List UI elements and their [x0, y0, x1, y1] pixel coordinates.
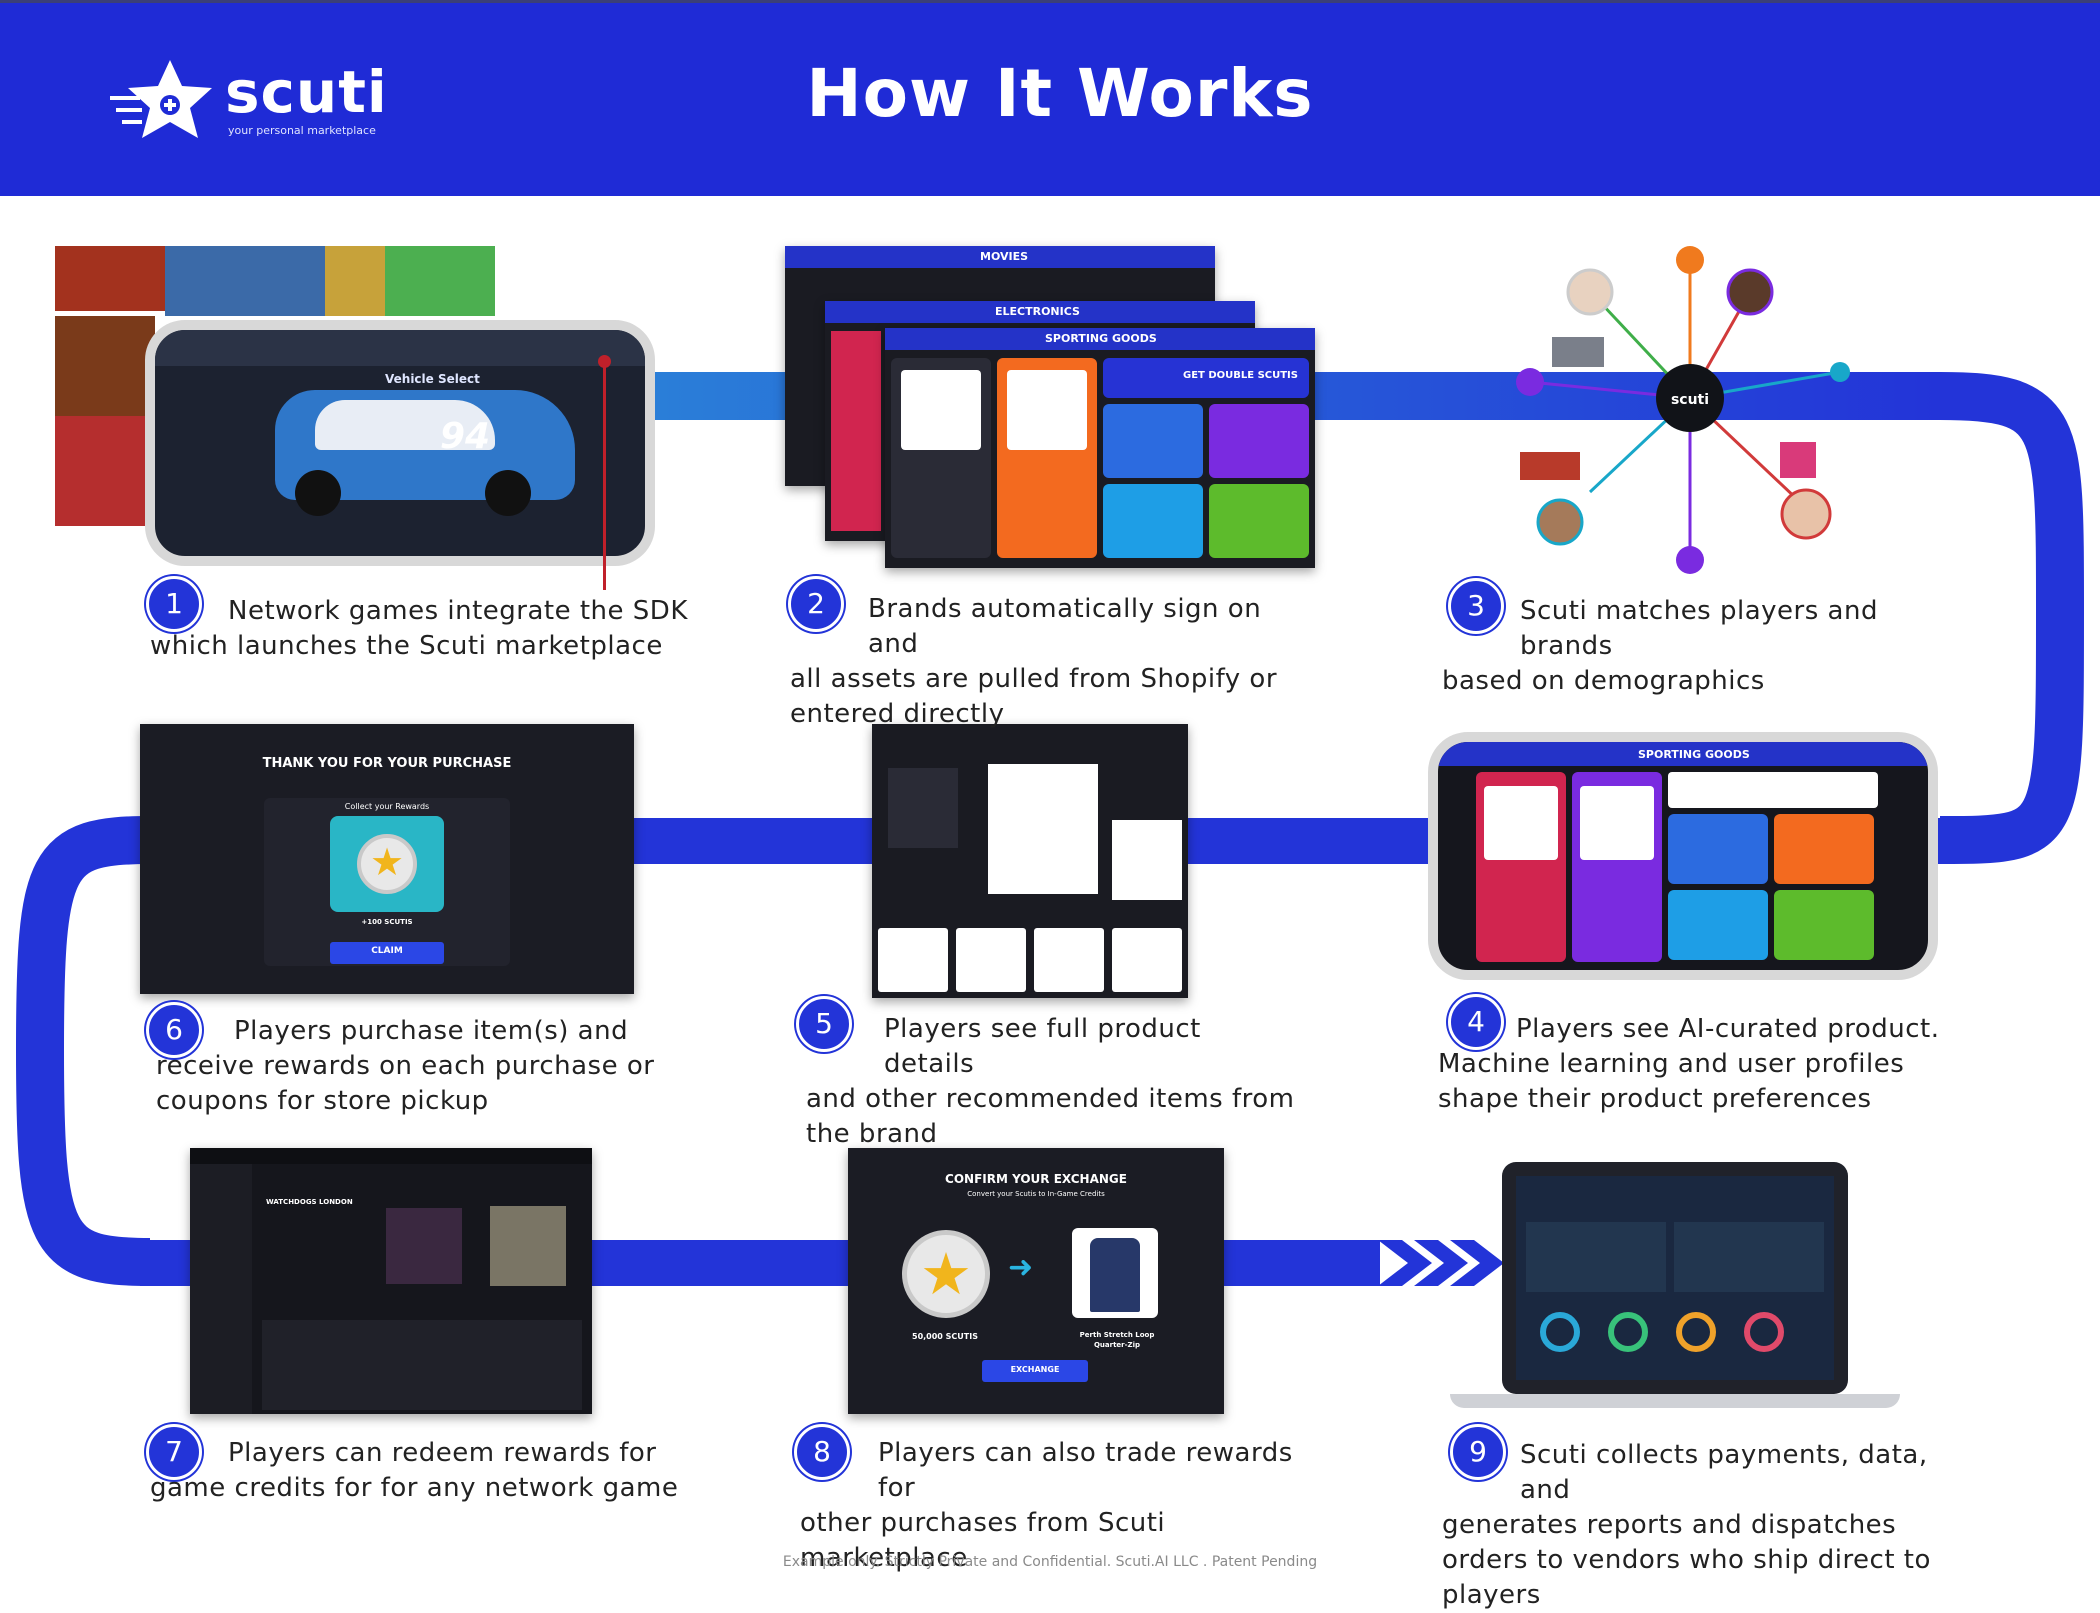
step-9-badge: 9	[1450, 1424, 1506, 1480]
screen-product-detail	[872, 724, 1188, 998]
step-1-line1: Network games integrate the SDK	[228, 596, 688, 626]
step-9-caption: Scuti collects payments, data, and gener…	[1442, 1438, 1972, 1613]
arrow-right-icon: ➜	[1008, 1250, 1034, 1285]
step-8-badge: 8	[794, 1424, 850, 1480]
promo-banner: GET DOUBLE SCUTIS	[1183, 370, 1298, 381]
step-3-badge: 3	[1448, 578, 1504, 634]
movies-tab-label: MOVIES	[980, 250, 1029, 263]
step-7-badge: 7	[146, 1424, 202, 1480]
step-8-caption: Players can also trade rewards for other…	[800, 1436, 1320, 1576]
confirm-exchange-heading: CONFIRM YOUR EXCHANGE	[945, 1172, 1127, 1186]
step-3-caption: Scuti matches players and brands based o…	[1442, 594, 1972, 699]
game-thumbnails	[55, 246, 515, 526]
footer-disclaimer: Example only. Strictly Private and Confi…	[782, 1554, 1318, 1570]
game-title: WATCHDOGS LONDON	[266, 1198, 353, 1206]
step-4-line1: Players see AI-curated product.	[1516, 1014, 1940, 1044]
step-2-rest: all assets are pulled from Shopify or en…	[790, 664, 1278, 729]
step-5-badge: 5	[796, 996, 852, 1052]
step-2-caption: Brands automatically sign on and all ass…	[790, 592, 1290, 732]
step-4-badge: 4	[1448, 994, 1504, 1050]
header-banner: scuti your personal marketplace How It W…	[0, 0, 2100, 196]
sporting-goods-header: SPORTING GOODS	[1638, 748, 1750, 761]
scuti-logo: scuti your personal marketplace	[110, 58, 387, 148]
step-5-rest: and other recommended items from the bra…	[806, 1084, 1295, 1149]
step-9-line1: Scuti collects payments, data, and	[1520, 1440, 1928, 1505]
screen-game-credits: WATCHDOGS LONDON	[190, 1148, 592, 1414]
svg-text:scuti: scuti	[1671, 392, 1709, 408]
step-1-caption: Network games integrate the SDK which la…	[150, 594, 710, 664]
step-3-rest: based on demographics	[1442, 666, 1765, 696]
exchange-subtitle: Convert your Scutis to In-Game Credits	[967, 1190, 1105, 1198]
sporting-goods-tab-label: SPORTING GOODS	[1045, 332, 1157, 345]
step-6-badge: 6	[146, 1002, 202, 1058]
claim-label: CLAIM	[371, 946, 403, 956]
brand-tagline: your personal marketplace	[228, 124, 376, 137]
step-1-rest: which launches the Scuti marketplace	[150, 631, 663, 661]
step-2-line1: Brands automatically sign on and	[868, 594, 1262, 659]
exchange-label: EXCHANGE	[1010, 1365, 1060, 1374]
star-gamepad-icon	[110, 60, 212, 138]
brand-name: scuti	[225, 58, 388, 126]
exchange-amount: 50,000 SCUTIS	[912, 1332, 978, 1341]
step-2-badge: 2	[788, 576, 844, 632]
screen-game-sdk: Vehicle Select 94	[55, 246, 655, 590]
step-5-line1: Players see full product details	[884, 1014, 1201, 1079]
exchange-button[interactable]: EXCHANGE	[982, 1360, 1088, 1382]
star-icon: ★	[369, 840, 405, 884]
screen-ai-curated: SPORTING GOODS	[1428, 732, 1938, 980]
step-7-caption: Players can redeem rewards for game cred…	[150, 1436, 690, 1506]
phone-frame: Vehicle Select 94	[145, 320, 655, 566]
step-1-badge: 1	[146, 576, 202, 632]
screen-exchange: CONFIRM YOUR EXCHANGE Convert your Scuti…	[848, 1148, 1224, 1414]
step-3-line1: Scuti matches players and brands	[1520, 596, 1878, 661]
electronics-tab-label: ELECTRONICS	[995, 305, 1080, 318]
claim-button[interactable]: CLAIM	[330, 942, 444, 964]
reward-coin-card: ★	[330, 816, 444, 912]
step-8-line1: Players can also trade rewards for	[878, 1438, 1293, 1503]
step-5-caption: Players see full product details and oth…	[806, 1012, 1296, 1152]
step-7-line1: Players can redeem rewards for	[228, 1438, 657, 1468]
screen-purchase-rewards: THANK YOU FOR YOUR PURCHASE Collect your…	[140, 724, 634, 994]
step-6-caption: Players purchase item(s) and receive rew…	[156, 1014, 676, 1119]
step-7-rest: game credits for for any network game	[150, 1473, 679, 1503]
reward-amount: +100 SCUTIS	[361, 918, 413, 926]
step-4-caption: Players see AI-curated product. Machine …	[1438, 1012, 1958, 1117]
screen-analytics-laptop	[1450, 1162, 1900, 1416]
thank-you-heading: THANK YOU FOR YOUR PURCHASE	[262, 756, 512, 771]
page-title: How It Works	[806, 55, 1314, 132]
collect-rewards-label: Collect your Rewards	[344, 802, 430, 811]
star-icon: ★	[920, 1240, 972, 1308]
step-8-rest: other purchases from Scuti marketplace	[800, 1508, 1166, 1573]
exchange-item-name: Perth Stretch Loop Quarter-Zip	[1079, 1331, 1155, 1349]
step-4-rest: Machine learning and user profiles shape…	[1438, 1049, 1905, 1114]
screen-brand-stores: MOVIES ELECTRONICS SPORTING GOODS GET DO…	[785, 246, 1315, 568]
screen-matching-network: scuti	[1516, 246, 1850, 574]
vehicle-select-label: Vehicle Select	[385, 372, 480, 386]
step-6-line1: Players purchase item(s) and	[234, 1016, 629, 1046]
step-6-rest: receive rewards on each purchase or coup…	[156, 1051, 655, 1116]
